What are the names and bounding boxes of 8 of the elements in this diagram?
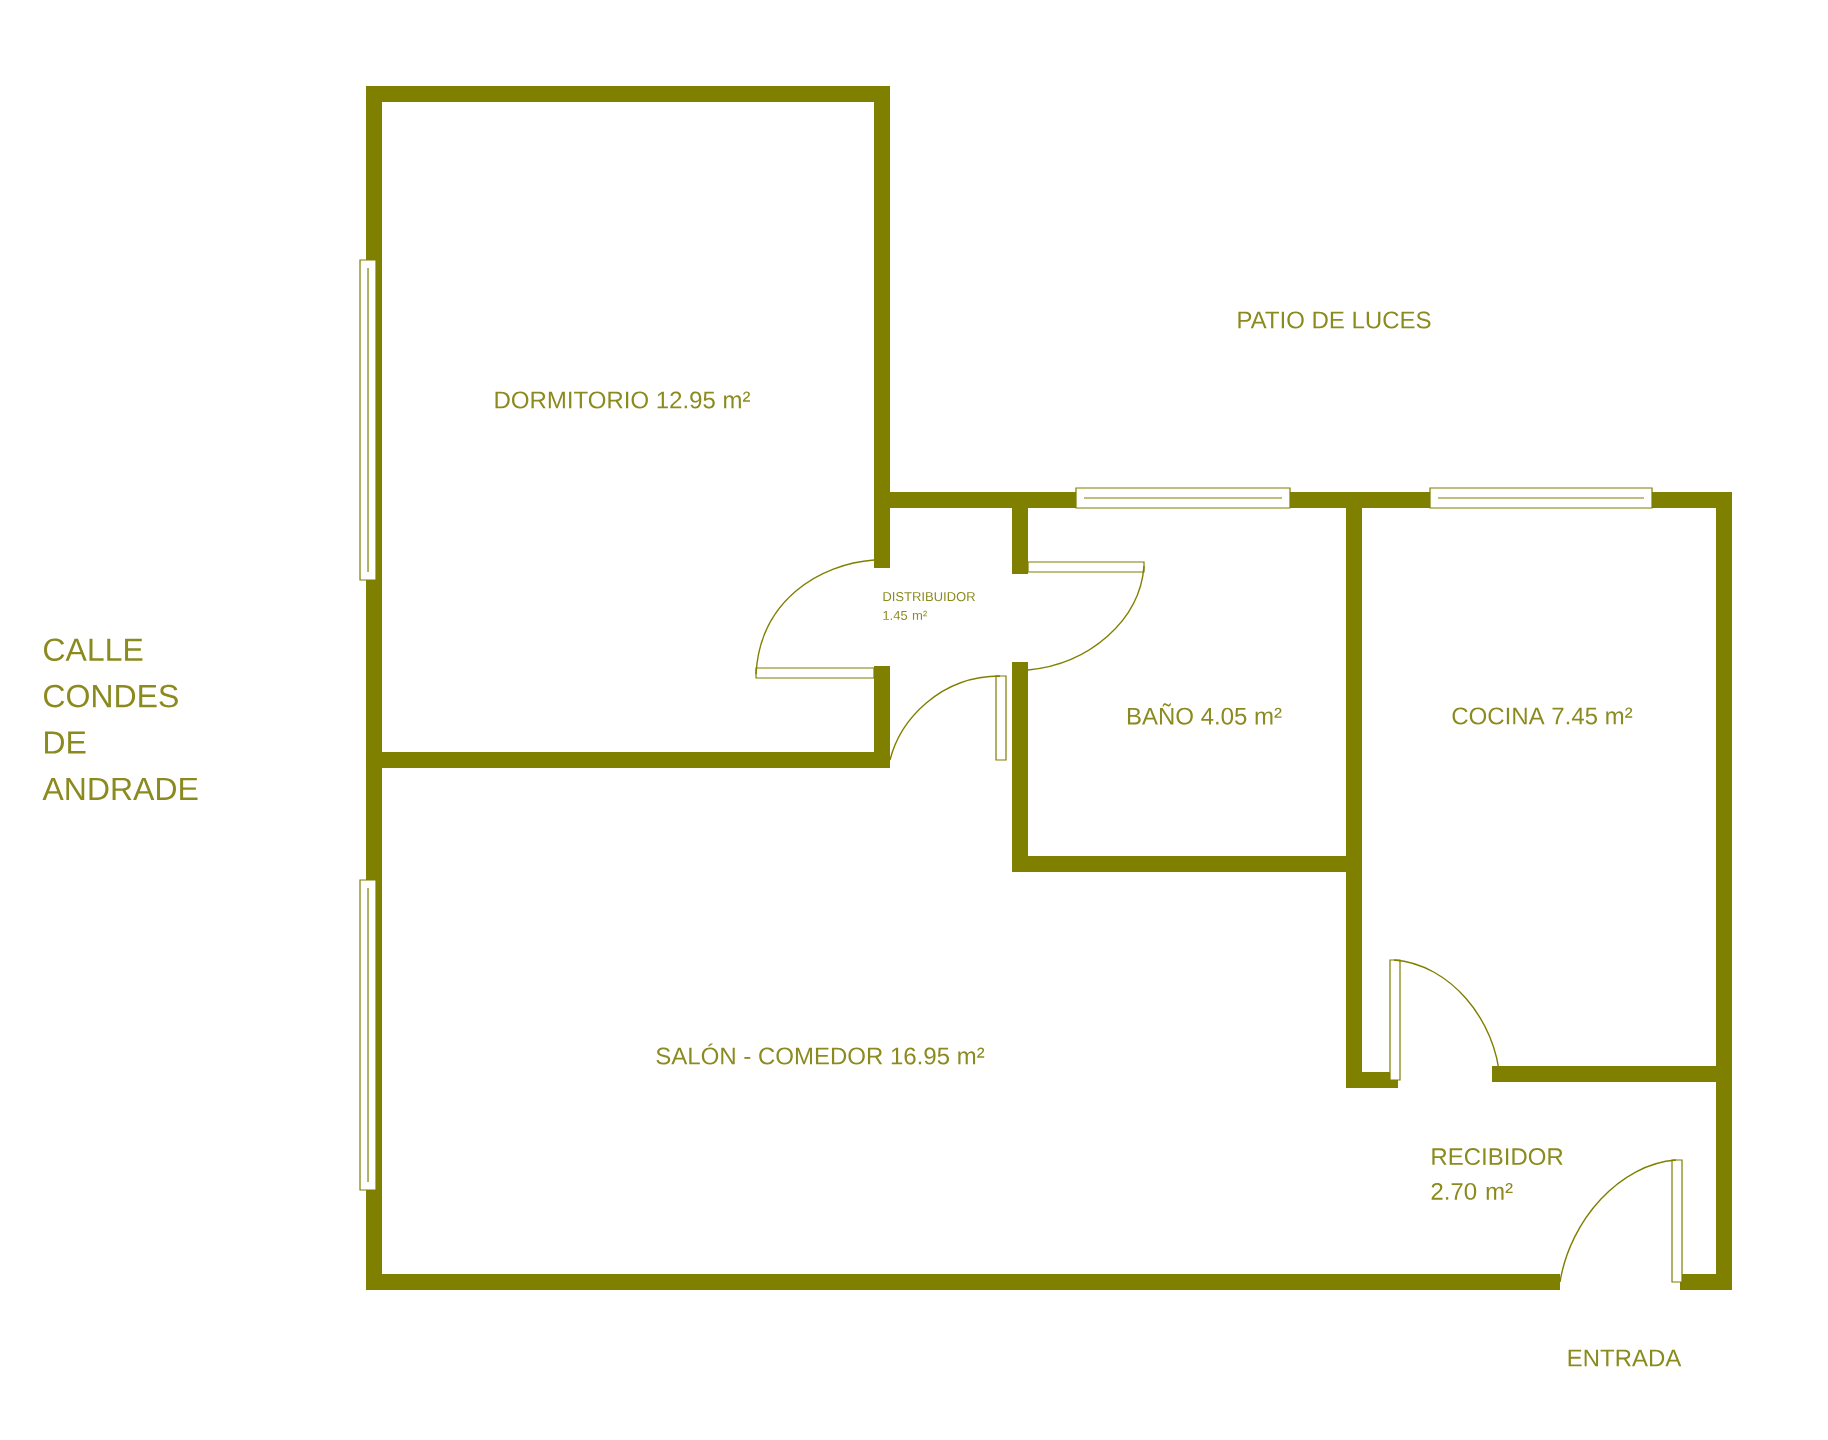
area-label: PATIO DE LUCES xyxy=(1238,311,1431,329)
room-label: COCINA 7.45 m² xyxy=(1452,707,1633,725)
room-label: DORMITORIO 12.95 m² xyxy=(495,391,750,409)
room-label: SALÓN - COMEDOR 16.95 m² xyxy=(656,1043,985,1065)
room-label: RECIBIDOR 2.70 m² xyxy=(1431,1148,1563,1200)
entrance-label: ENTRADA xyxy=(1568,1349,1682,1367)
street-name: CALLE CONDES DE ANDRADE xyxy=(42,638,198,800)
room-label: BAÑO 4.05 m² xyxy=(1127,703,1282,725)
